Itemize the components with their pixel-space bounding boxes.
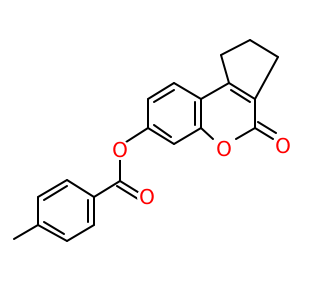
- bond-cyclopentane-2: [220, 39, 251, 56]
- bond-pyranone-1: [200, 82, 230, 100]
- bond-benzo-5: [173, 127, 202, 145]
- bond-ester-carbonyl-b: [116, 185, 139, 200]
- ester-carbonyl-oxygen-label-bg: [137, 187, 157, 207]
- ring-oxygen-label-bg: [214, 139, 234, 159]
- bond-benzo-3: [173, 82, 202, 100]
- bond-lactone-carbonyl-a: [254, 127, 274, 140]
- lactone-carbonyl-oxygen-text: O: [275, 134, 291, 158]
- bond-pyranone-4: [235, 127, 256, 140]
- bond-toluene-5: [66, 224, 95, 242]
- lactone-carbonyl-oxygen-label: O: [273, 134, 293, 158]
- ester-oxygen-label: O: [110, 138, 130, 162]
- ester-carbonyl-oxygen-label: O: [137, 185, 157, 209]
- molecule-structure-diagram: O O O O: [13, 39, 293, 242]
- ring-oxygen-label: O: [214, 137, 234, 161]
- ester-oxygen-label-bg: [110, 140, 130, 160]
- bond-pyranone-2b: [230, 89, 251, 103]
- bond-ester-carbon: [93, 180, 121, 198]
- bond-benzo-inner-3: [153, 124, 172, 138]
- ester-carbonyl-oxygen-text: O: [139, 185, 155, 209]
- bond-ester-carbonyl-a: [119, 180, 142, 195]
- ester-oxygen-text: O: [112, 138, 128, 162]
- bond-aryl-oxygen: [122, 127, 149, 145]
- bond-benzo-inner-1: [153, 89, 175, 103]
- bond-toluene-inner-3: [43, 221, 65, 235]
- bond-lactone-carbonyl-b: [257, 121, 277, 134]
- bond-cyclopentane-3: [249, 39, 279, 58]
- bond-toluene-6: [37, 224, 68, 242]
- bond-cyclopentane-4: [254, 56, 279, 100]
- atom-labels: O O O O: [110, 134, 293, 209]
- bond-pyranone-2a: [228, 82, 256, 100]
- bond-benzo-6: [147, 127, 175, 145]
- bond-methyl: [13, 224, 39, 240]
- bond-benzo-2: [147, 82, 175, 100]
- bond-lines: [13, 39, 279, 242]
- bond-cyclopentane-1: [220, 54, 230, 84]
- ring-oxygen-text: O: [216, 137, 232, 161]
- bond-toluene-3: [66, 179, 95, 198]
- bond-toluene-2: [37, 179, 68, 198]
- bond-toluene-inner-1: [43, 185, 68, 201]
- bond-pyranone-5: [200, 127, 214, 140]
- lactone-carbonyl-oxygen-label-bg: [273, 136, 293, 156]
